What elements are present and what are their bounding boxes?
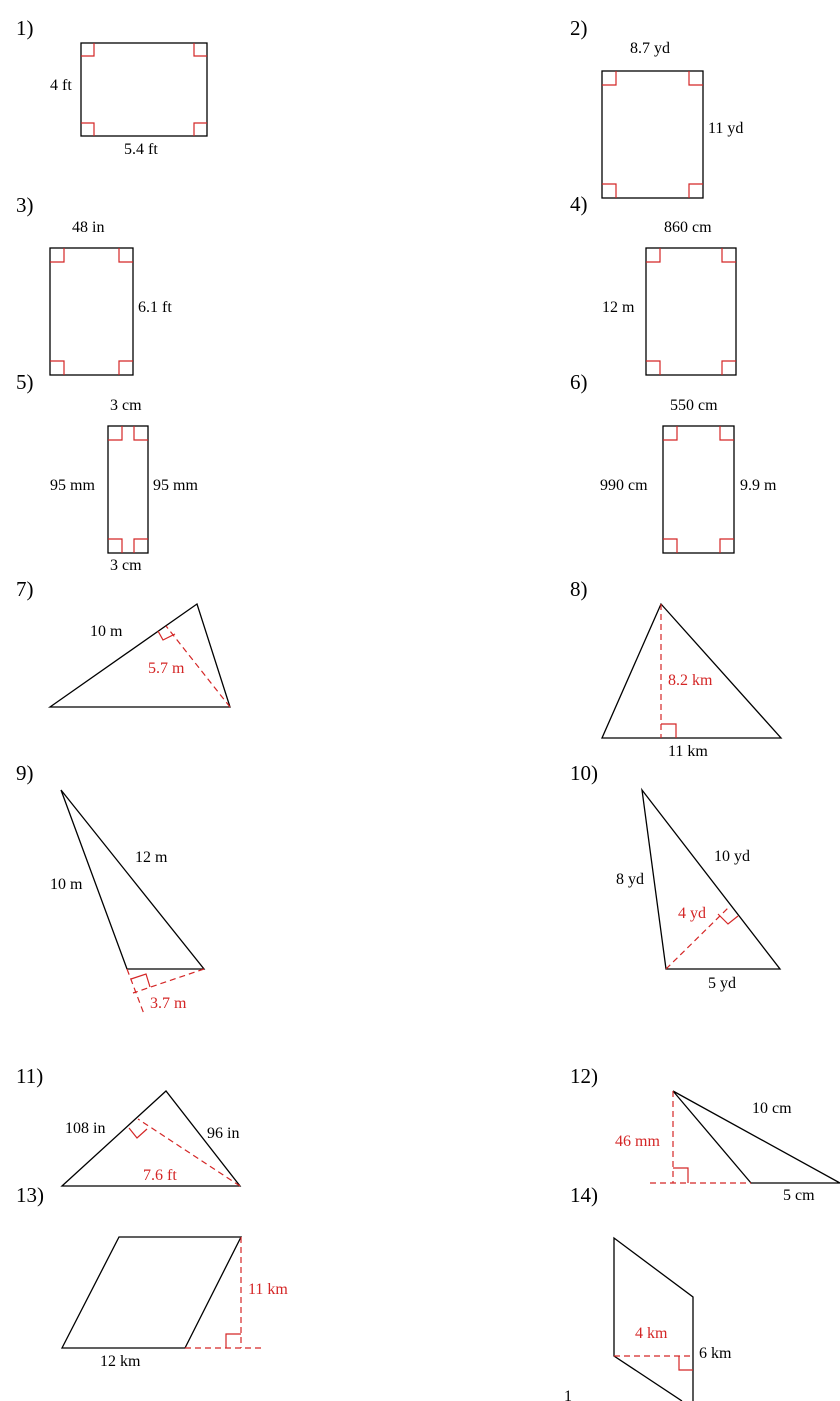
side-label: 12 m — [135, 849, 168, 866]
problem-number: 9) — [16, 761, 34, 785]
right-angle-mark — [128, 1127, 148, 1139]
base-label: 5 yd — [708, 975, 736, 992]
right-angle-marks — [108, 426, 148, 553]
base-label: 5 cm — [783, 1187, 815, 1204]
top-label: 48 in — [72, 219, 104, 236]
height-dashed-line — [665, 907, 729, 970]
right-angle-marks — [602, 71, 703, 198]
top-label: 3 cm — [110, 397, 142, 414]
height-label: 5.7 m — [148, 660, 185, 677]
triangle-figure — [60, 1090, 242, 1187]
side-label: 10 m — [50, 876, 83, 893]
problem-number: 8) — [570, 577, 588, 601]
triangle-figure — [60, 789, 206, 970]
base-label: 11 km — [668, 743, 708, 760]
problem-1: 1) 4 ft 5.4 ft — [16, 16, 208, 158]
problem-9: 9) 12 m 10 m 3.7 m — [16, 761, 206, 1015]
problem-number: 10) — [570, 761, 598, 785]
height-dashed-line — [165, 625, 231, 708]
right-angle-marks — [646, 248, 736, 375]
right-angle-mark — [225, 1333, 241, 1348]
height-label: 4 km — [635, 1325, 668, 1342]
side-label: 10 m — [90, 623, 123, 640]
problem-11: 11) 108 in 96 in 7.6 ft — [16, 1064, 242, 1187]
problem-4: 4) 860 cm 12 m — [570, 192, 737, 376]
side-label: 6 km — [699, 1345, 732, 1362]
right-angle-mark — [661, 723, 677, 738]
problem-2: 2) 8.7 yd 11 yd — [570, 16, 743, 199]
side-label: 8 yd — [616, 871, 644, 888]
right-angle-mark — [717, 913, 739, 925]
side-label: 6.1 ft — [138, 299, 172, 316]
problem-6: 6) 550 cm 990 cm 9.9 m — [570, 370, 777, 554]
problem-number: 13) — [16, 1183, 44, 1207]
top-label: 550 cm — [670, 397, 718, 414]
side-label: 12 m — [602, 299, 635, 316]
rectangle-figure — [601, 70, 704, 199]
right-angle-mark — [673, 1167, 689, 1183]
triangle-figure — [47, 602, 231, 708]
parallelogram-figure — [60, 1236, 243, 1349]
side-label: 108 in — [65, 1120, 105, 1137]
bottom-label: 3 cm — [110, 557, 142, 574]
height-label: 4 yd — [678, 905, 706, 922]
right-angle-marks — [50, 248, 133, 375]
problem-13: 13) 12 km 11 km — [16, 1183, 288, 1370]
triangle-figure — [672, 1090, 840, 1184]
rectangle-figure — [107, 425, 149, 554]
problem-number: 7) — [16, 577, 34, 601]
page-number: 1 — [564, 1388, 572, 1401]
problem-number: 3) — [16, 193, 34, 217]
problem-3: 3) 48 in 6.1 ft — [16, 193, 172, 376]
problem-number: 2) — [570, 16, 588, 40]
rectangle-figure — [645, 247, 737, 376]
height-label: 3.7 m — [150, 995, 187, 1012]
height-label: 8.2 km — [668, 672, 713, 689]
rectangle-figure — [49, 247, 134, 376]
side-label: 10 cm — [752, 1100, 792, 1117]
problem-number: 12) — [570, 1064, 598, 1088]
left-label: 95 mm — [50, 477, 95, 494]
side-label: 10 yd — [714, 848, 750, 865]
side-label: 4 ft — [50, 77, 72, 94]
problem-number: 14) — [570, 1183, 598, 1207]
right-angle-mark — [130, 973, 151, 988]
right-angle-mark — [157, 630, 176, 641]
extension-dashed-line — [126, 968, 145, 1015]
right-angle-mark — [678, 1356, 693, 1371]
triangle-figure — [601, 602, 783, 739]
height-label: 7.6 ft — [143, 1167, 177, 1184]
base-label: 5.4 ft — [124, 141, 158, 158]
rectangle-figure — [80, 42, 208, 137]
left-label: 990 cm — [600, 477, 648, 494]
problem-12: 12) 10 cm 5 cm 46 mm — [570, 1064, 840, 1204]
right-angle-marks — [81, 43, 207, 136]
problem-8: 8) 8.2 km 11 km — [570, 577, 783, 760]
problem-10: 10) 10 yd 8 yd 5 yd 4 yd — [570, 761, 782, 992]
height-dashed-line — [137, 1118, 241, 1187]
problem-number: 1) — [16, 16, 34, 40]
top-label: 860 cm — [664, 219, 712, 236]
side-label: 11 yd — [708, 120, 743, 137]
right-angle-marks — [663, 426, 734, 553]
height-label: 46 mm — [615, 1133, 660, 1150]
problem-5: 5) 3 cm 95 mm 95 mm 3 cm — [16, 370, 198, 574]
problem-number: 4) — [570, 192, 588, 216]
height-dashed-line — [132, 968, 205, 994]
height-label: 11 km — [248, 1281, 288, 1298]
problem-14: 14) 4 km 6 km — [570, 1183, 732, 1401]
problem-number: 11) — [16, 1064, 43, 1088]
problem-number: 6) — [570, 370, 588, 394]
base-label: 12 km — [100, 1353, 141, 1370]
rectangle-figure — [662, 425, 735, 554]
side-label: 96 in — [207, 1125, 239, 1142]
problem-number: 5) — [16, 370, 34, 394]
top-label: 8.7 yd — [630, 40, 670, 57]
right-label: 9.9 m — [740, 477, 777, 494]
right-label: 95 mm — [153, 477, 198, 494]
triangle-figure — [641, 787, 782, 970]
problem-7: 7) 10 m 5.7 m — [16, 577, 231, 708]
parallelogram-figure — [613, 1236, 694, 1401]
